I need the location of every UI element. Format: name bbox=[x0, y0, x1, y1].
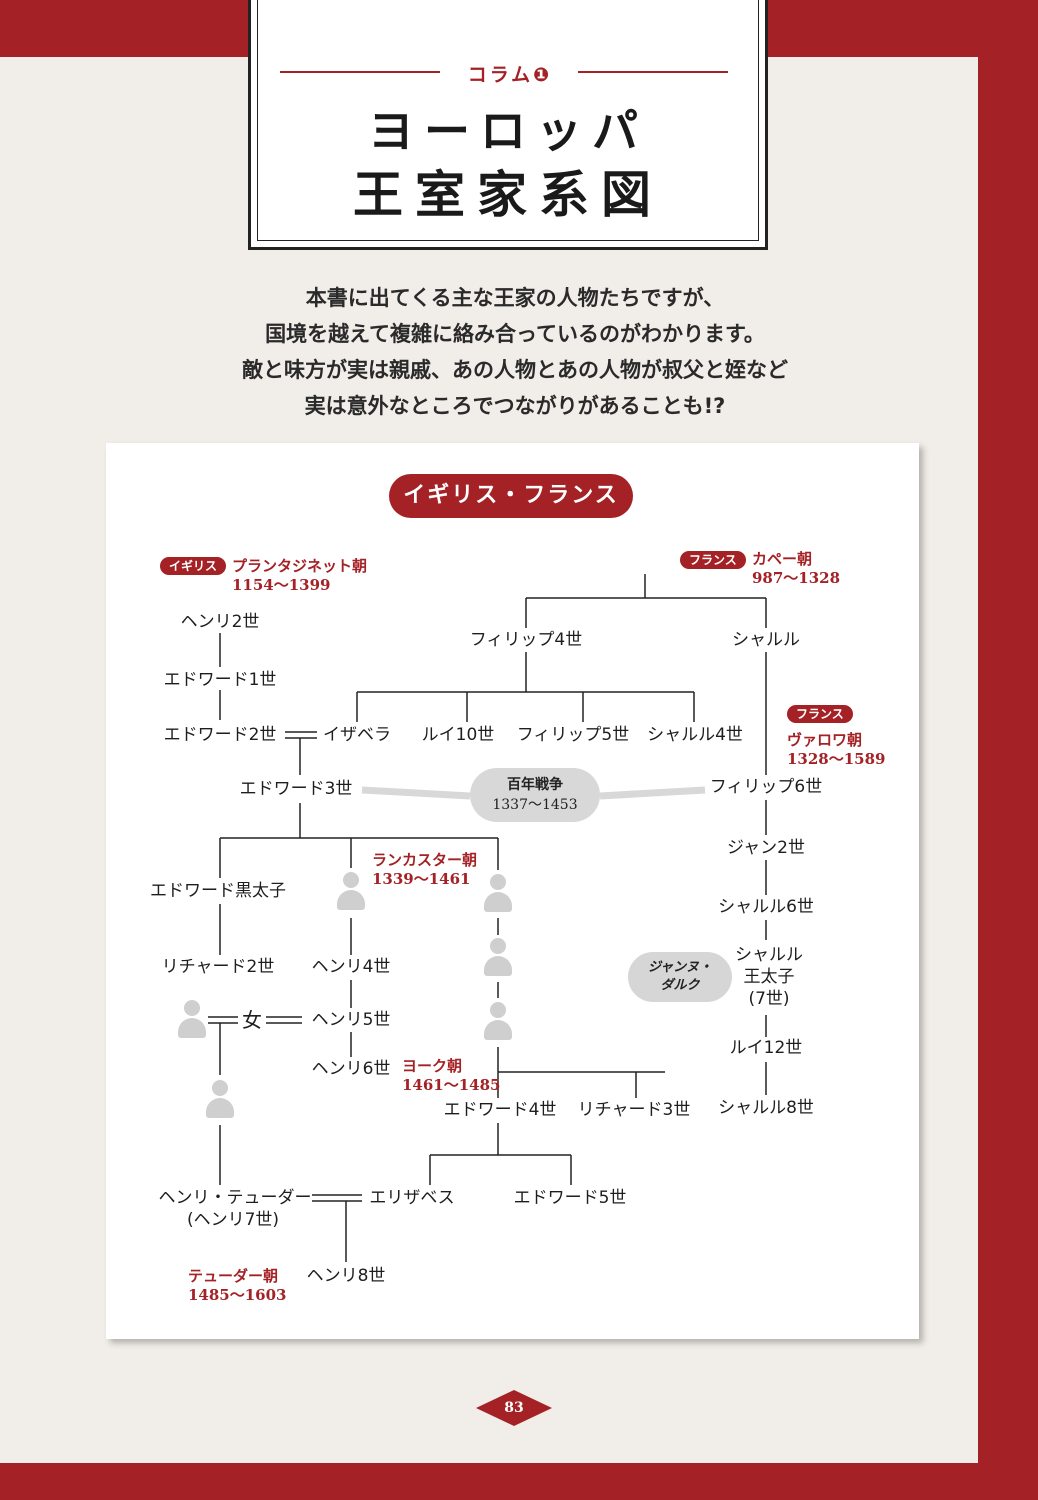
dynasty-lancaster-name: ランカスター朝 bbox=[372, 851, 478, 869]
page-number: 83 bbox=[504, 1400, 524, 1416]
person-richard3: リチャード3世 bbox=[577, 1100, 691, 1120]
person-philippe6: フィリップ6世 bbox=[709, 777, 823, 797]
column-rule-right bbox=[578, 71, 728, 73]
dynasty-tudor-name: テューダー朝 bbox=[188, 1267, 279, 1285]
person-henry2: ヘンリ2世 bbox=[180, 612, 260, 632]
column-label: コラム❶ bbox=[467, 64, 553, 86]
person-elizabeth: エリザベス bbox=[369, 1188, 455, 1208]
person-charles6: シャルル6世 bbox=[718, 897, 814, 917]
jeanne-line2: ダルク bbox=[660, 978, 700, 993]
bottom-band bbox=[0, 1463, 1038, 1500]
person-woman: 女 bbox=[242, 1008, 262, 1032]
page-number-badge: 83 bbox=[476, 1390, 552, 1426]
person-icon bbox=[483, 938, 513, 978]
person-philippe5: フィリップ5世 bbox=[516, 725, 630, 745]
person-henry4: ヘンリ4世 bbox=[311, 957, 391, 977]
dynasty-plantagenet-years: 1154〜1399 bbox=[232, 576, 331, 594]
family-tree-card bbox=[106, 443, 919, 1339]
person-louis10: ルイ10世 bbox=[421, 725, 495, 745]
person-edward3: エドワード3世 bbox=[239, 779, 353, 799]
war-name: 百年戦争 bbox=[507, 777, 563, 793]
person-henry5: ヘンリ5世 bbox=[311, 1010, 391, 1030]
person-dauphin: シャルル 王太子 (7世) bbox=[735, 945, 803, 1009]
dynasty-tudor-years: 1485〜1603 bbox=[188, 1286, 287, 1304]
person-edward4: エドワード4世 bbox=[443, 1100, 557, 1120]
person-charles4: シャルル4世 bbox=[647, 725, 743, 745]
person-icon bbox=[483, 1002, 513, 1042]
person-charles8: シャルル8世 bbox=[718, 1098, 814, 1118]
hundred-years-war-badge: 百年戦争 1337〜1453 bbox=[470, 768, 600, 822]
dynasty-plantagenet-name: プランタジネット朝 bbox=[232, 557, 368, 575]
dynasty-york-name: ヨーク朝 bbox=[402, 1057, 463, 1075]
person-edward2: エドワード2世 bbox=[163, 725, 277, 745]
intro-line-4: 実は意外なところでつながりがあることも!? bbox=[304, 394, 726, 418]
person-edward5: エドワード5世 bbox=[513, 1188, 627, 1208]
person-henry8: ヘンリ8世 bbox=[306, 1266, 386, 1286]
person-henry6: ヘンリ6世 bbox=[311, 1059, 391, 1079]
dynasty-york-years: 1461〜1485 bbox=[402, 1076, 501, 1094]
person-icon bbox=[336, 872, 366, 912]
person-icon bbox=[205, 1080, 235, 1120]
person-charles: シャルル bbox=[732, 630, 800, 650]
column-rule-left bbox=[280, 71, 440, 73]
page-title-line1: ヨーロッパ bbox=[368, 104, 648, 158]
dynasty-capet-name: カペー朝 bbox=[752, 550, 813, 568]
chart-title: イギリス・フランス bbox=[389, 474, 633, 518]
dynasty-capet-years: 987〜1328 bbox=[752, 569, 841, 587]
person-icon bbox=[483, 874, 513, 914]
intro-line-1: 本書に出てくる主な王家の人物たちですが、 bbox=[305, 286, 725, 310]
person-jean2: ジャン2世 bbox=[727, 838, 805, 858]
person-henry-tudor: ヘンリ・テューダー bbox=[158, 1188, 312, 1208]
badge-france-capet: フランス bbox=[680, 551, 746, 569]
jeanne-darc-badge: ジャンヌ・ ダルク bbox=[628, 952, 732, 1002]
intro-line-2: 国境を越えて複雑に絡み合っているのがわかります。 bbox=[265, 322, 765, 346]
jeanne-line1: ジャンヌ・ bbox=[647, 960, 713, 975]
person-richard2: リチャード2世 bbox=[161, 957, 275, 977]
person-isabella: イザベラ bbox=[323, 725, 391, 745]
badge-england: イギリス bbox=[160, 557, 227, 575]
person-henry-tudor-alt: (ヘンリ7世) bbox=[186, 1210, 280, 1230]
person-edward1: エドワード1世 bbox=[163, 670, 277, 690]
war-years: 1337〜1453 bbox=[492, 797, 578, 813]
person-philippe4: フィリップ4世 bbox=[469, 630, 583, 650]
person-black-prince: エドワード黒太子 bbox=[150, 881, 286, 901]
person-louis12: ルイ12世 bbox=[729, 1038, 803, 1058]
dynasty-lancaster-years: 1339〜1461 bbox=[372, 870, 471, 888]
person-icon bbox=[177, 1000, 207, 1040]
intro-line-3: 敵と味方が実は親戚、あの人物とあの人物が叔父と姪など bbox=[242, 358, 788, 382]
title-box bbox=[248, 0, 768, 250]
page-title-line2: 王室家系図 bbox=[353, 165, 663, 224]
dynasty-valois-years: 1328〜1589 bbox=[787, 750, 886, 768]
diamond-icon bbox=[476, 1390, 552, 1426]
badge-france-valois: フランス bbox=[787, 705, 853, 723]
right-band bbox=[978, 0, 1038, 1500]
dynasty-valois-name: ヴァロワ朝 bbox=[787, 731, 863, 749]
